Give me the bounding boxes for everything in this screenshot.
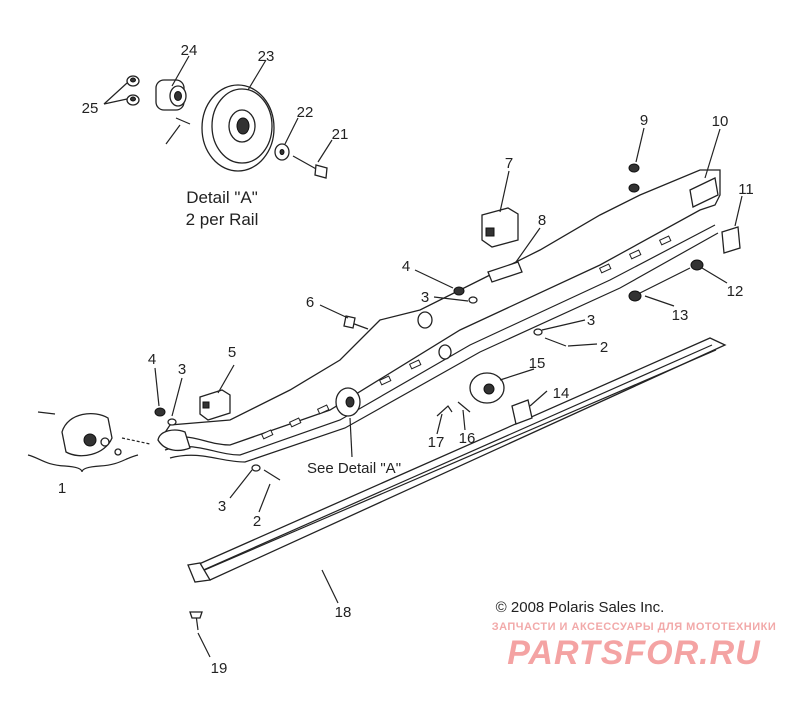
wear-strip [187,337,727,583]
see-detail-label: See Detail "A" [307,460,401,477]
callout-3b: 3 [587,312,595,329]
callout-5: 5 [228,344,236,361]
callout-7: 7 [505,155,513,172]
callout-9: 9 [640,112,648,129]
callout-1: 1 [58,480,66,497]
callout-3a: 3 [421,289,429,306]
detail-subtitle: 2 per Rail [186,210,259,229]
callout-12: 12 [727,283,744,300]
callout-23: 24 [181,42,198,59]
callout-16: 16 [459,430,476,447]
callout-3c: 3 [178,361,186,378]
callout-13: 13 [672,307,689,324]
rail-assembly [157,169,721,463]
watermark-caption: ЗАПЧАСТИ И АКСЕССУАРЫ ДЛЯ МОТОТЕХНИКИ [492,621,777,633]
callout-10: 10 [712,113,729,130]
callout-labels: 1 2 2 3 3 3 3 4 4 5 6 7 8 9 10 11 12 13 … [58,112,754,677]
callout-4b: 4 [148,351,156,368]
copyright-text: © 2008 Polaris Sales Inc. [496,599,665,616]
callout-14: 14 [553,385,570,402]
callout-4a: 4 [402,258,410,275]
slide-rail [158,169,721,446]
callout-2a: 2 [600,339,608,356]
callout-15: 15 [529,355,546,372]
leader-lines [154,127,743,658]
callout-11: 11 [738,181,754,198]
callout-2b: 2 [253,513,261,530]
callout-21: 22 [297,104,314,121]
callout-22: 23 [258,48,275,65]
callout-20: 21 [332,126,349,143]
detail-a-group: 24 23 22 21 25 Detail "A" 2 per Rail [82,42,349,229]
end-cap-part [27,411,151,473]
callout-18: 18 [335,604,352,621]
detail-title: Detail "A" [186,188,258,207]
callout-17: 17 [428,434,445,451]
callout-3d: 3 [218,498,226,515]
callout-24: 25 [82,100,99,117]
callout-8: 8 [538,212,546,229]
callout-19: 19 [211,660,228,677]
hardware-parts [154,163,741,631]
callout-6: 6 [306,294,314,311]
watermark-logo: PARTSFOR.RU [507,634,761,672]
